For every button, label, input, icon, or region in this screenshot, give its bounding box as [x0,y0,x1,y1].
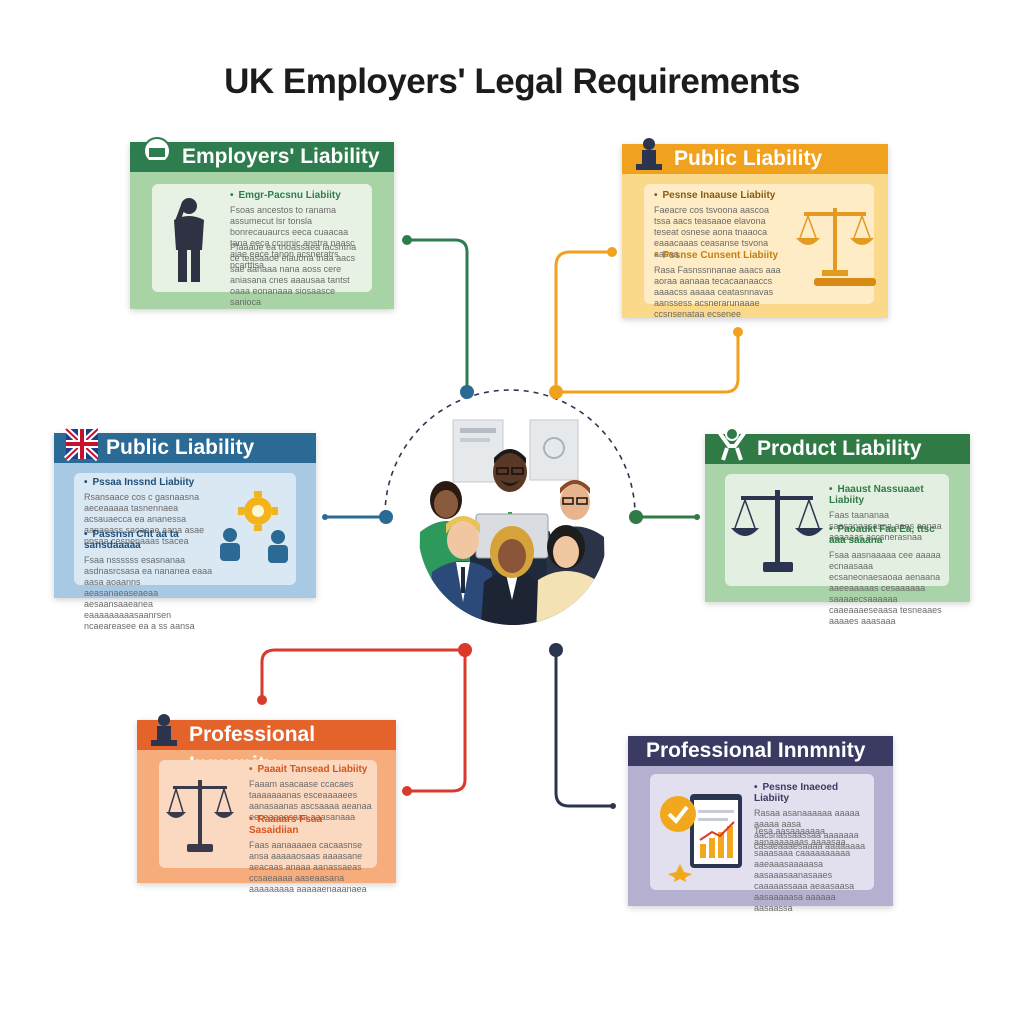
connector-dot [549,385,563,399]
connector-dot [629,510,643,524]
connector-dot [460,385,474,399]
card-professional-indemnity-right: Professional Innmnity Pesnse Inaeoed Lia… [628,736,893,913]
connector-professional-indemnity-left [260,648,467,793]
card-content: Pesnse Inaause Liabiity Faeacre cos tsvo… [644,184,876,319]
central-dashed-arc [384,389,636,516]
report-chart-icon [660,794,742,882]
connector-dot [607,247,617,257]
scales-of-justice-icon [166,780,234,852]
connector-dot [402,235,412,245]
card-header: Product Liability [705,427,970,464]
card-content: Pesnse Inaeoed Liabiity Rasaa asanaaaaaa… [650,774,874,913]
connector-dot [549,643,563,657]
card-content: Paaait Tansead Liabiity Faaam asacaase c… [159,760,377,894]
card-title: Professional Innmnity [646,739,866,762]
card-title: Public Liability [674,147,823,170]
card-header: Employers' Liability [130,137,394,172]
card-section: Pssnse Cunsent Liabiity Rasa Fasnssnnana… [654,250,784,320]
card-section: Pesnse Inaeoed Liabiity Rasaa asanaaaaaa… [754,782,870,852]
card-header: Professional Innmnity [628,736,893,766]
card-title: Employers' Liability [182,145,380,168]
connector-dot [733,327,743,337]
card-section: Passnsn Cht aa ta sansdaaaaa Fsaa nsssss… [84,529,214,632]
person-icon [151,714,177,746]
uk-flag-icon [64,426,98,462]
shield-badge-icon [143,137,171,165]
card-section: Tesa aasaaaaaaa aanaaaaaaas aaaasaa saaa… [754,826,855,913]
card-section: Raaaars Fsaa Sasaidiian Faas aanaaaaea c… [249,814,373,895]
card-product-liability: Product Liability Haaust Nassuaaet Liabi… [705,427,970,626]
card-header: Public Liability [54,426,316,463]
connector-dot [458,643,472,657]
card-title: Product Liability [757,437,922,460]
connector-dot [694,514,700,520]
card-content: Pssaa Inssnd Liabiity Rsansaace cos c ga… [74,473,296,631]
card-professional-indemnity-left: Professional Inmunity Paaait Tansead Lia… [137,714,396,894]
connector-dot [610,803,616,809]
connector-dot [379,510,393,524]
card-header: Professional Inmunity [137,714,396,776]
card-title: Public Liability [106,436,255,459]
scales-of-justice-icon [796,208,876,286]
connector-professional-indemnity-right [554,650,613,808]
card-content: Haaust Nassuaaet Liabiity Faas taananaa … [725,474,949,626]
person-icon [636,138,662,170]
card-section: Emgr-Pacsnu Liabiity Fsoas ancestos to r… [230,190,368,271]
connector-dot [402,786,412,796]
card-public-liability-left: Public Liability Pssaa Inssnd Liabiity R… [54,426,316,631]
page-title: UK Employers' Legal Requirements [224,62,800,101]
business-person-icon [174,198,204,282]
connector-dot [322,514,328,520]
card-header: Public Liability [622,138,888,174]
gear-people-icon [220,491,288,563]
connector-employers-liability [407,238,469,392]
card-employers-liability: Employers' Liability Emgr-Pacsnu Liabiit… [130,137,394,309]
card-section: Paoaukt Faa Ea, ttsc aaa saaana Fsaa aas… [829,524,945,627]
card-section: Pfaaaue ea tnoassaea lacsntna ce teasaao… [230,242,357,307]
card-content: Emgr-Pacsnu Liabiity Fsoas ancestos to r… [152,184,372,307]
scales-of-justice-icon [731,490,823,572]
team-people-icon [418,419,606,625]
connector-dot [257,695,267,705]
card-public-liability-top: Public Liability Pesnse Inaause Liabiity… [622,138,888,319]
person-arms-up-icon [717,427,747,461]
